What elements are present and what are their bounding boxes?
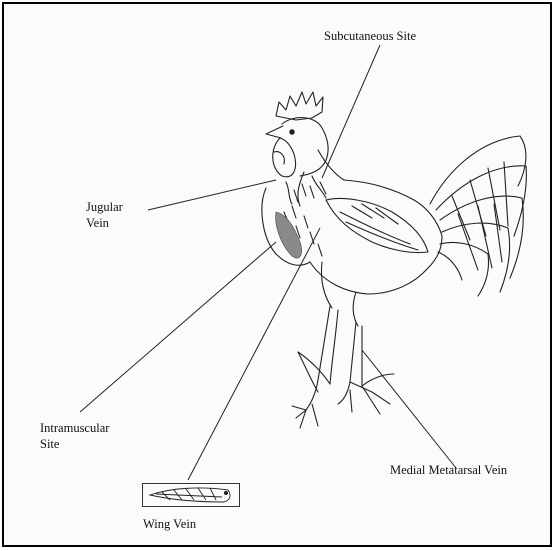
rooster-comb <box>276 92 323 120</box>
rooster-foot-left <box>292 404 318 428</box>
rooster-belly <box>310 236 442 294</box>
rooster-leg-left <box>306 306 330 410</box>
leader-jugular <box>148 180 276 210</box>
leader-subcutaneous <box>322 45 380 178</box>
label-jugular-vein: Jugular Vein <box>86 199 123 231</box>
leader-medial-metatarsal <box>362 350 456 468</box>
rooster-head <box>282 118 328 176</box>
rooster-thigh <box>321 262 332 308</box>
label-intramuscular-site: Intramuscular Site <box>40 420 109 452</box>
rooster-foot-right <box>350 382 390 414</box>
breast-muscle-shading <box>276 212 302 258</box>
rooster-wing <box>326 199 428 253</box>
rooster-beak <box>266 126 283 138</box>
rooster-tail <box>430 136 526 204</box>
wing-vein-inset-box <box>142 483 240 507</box>
label-jugular-line1: Jugular <box>86 199 123 215</box>
label-wing-vein: Wing Vein <box>143 516 196 532</box>
rooster-leg-right <box>338 322 356 404</box>
leader-lines <box>80 45 456 480</box>
label-intramuscular-line2: Site <box>40 436 109 452</box>
label-medial-metatarsal-vein: Medial Metatarsal Vein <box>390 462 507 478</box>
label-subcutaneous-site: Subcutaneous Site <box>324 28 416 44</box>
rooster-drawing <box>262 92 526 428</box>
leader-intramuscular <box>80 242 276 412</box>
rooster-eye <box>290 130 294 134</box>
label-intramuscular-line1: Intramuscular <box>40 420 109 436</box>
label-jugular-line2: Vein <box>86 215 123 231</box>
